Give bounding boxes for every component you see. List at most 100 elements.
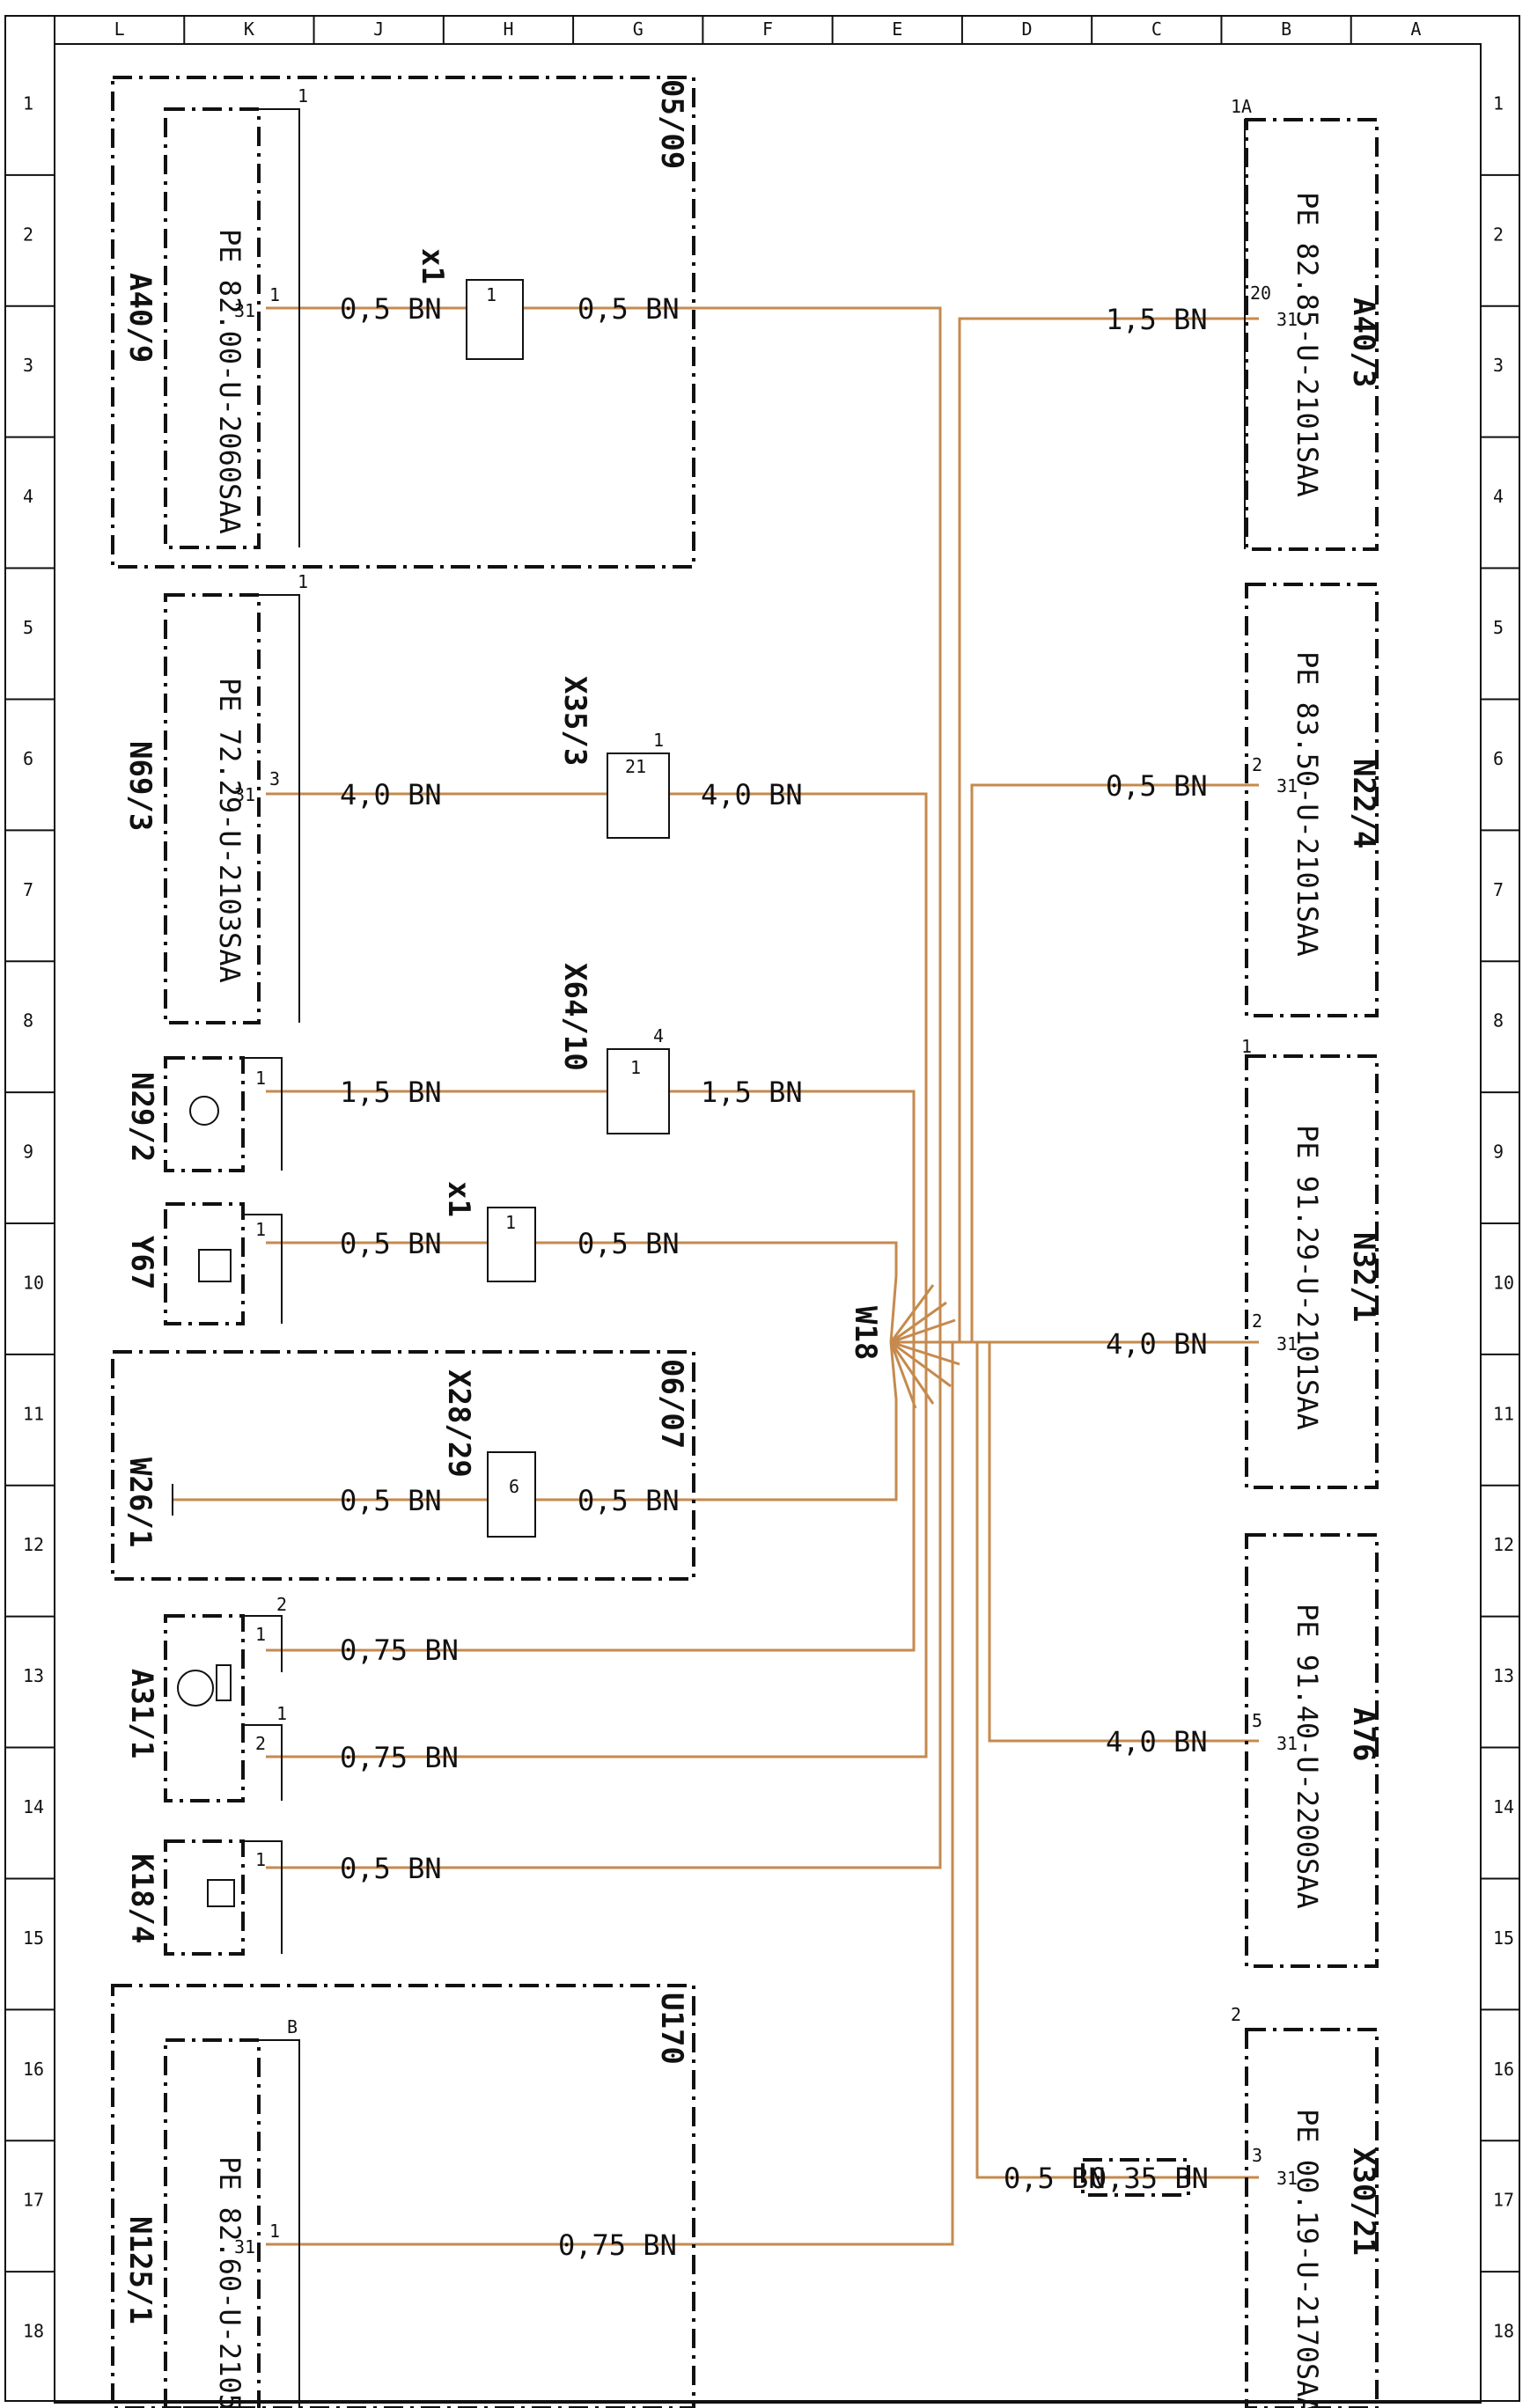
pin-code: 31	[234, 784, 255, 805]
component-id: N69/3	[122, 741, 158, 831]
row-label: 7	[1493, 879, 1504, 900]
column-label: A	[1410, 18, 1421, 40]
sheet-ref: 06/07	[654, 1359, 689, 1449]
column-label: D	[1022, 18, 1033, 40]
wire-label: 4,0 BN	[701, 778, 803, 811]
row-label: 9	[1493, 1142, 1504, 1163]
row-label: 4	[1493, 486, 1504, 507]
row-label: 18	[1493, 2321, 1514, 2342]
row-label: 14	[1493, 1796, 1514, 1817]
column-label: H	[503, 18, 513, 40]
component-id: N125/1	[122, 2216, 158, 2324]
row-label: 6	[23, 748, 33, 769]
column-label: L	[114, 18, 125, 40]
conn-num: 1	[653, 730, 664, 751]
component-id: K18/4	[124, 1854, 159, 1943]
row-label: 12	[1493, 1534, 1514, 1555]
wire-label: 4,0 BN	[1106, 1725, 1208, 1758]
component-W26-1: W26/1 06/07 0,5 BN 6 X28/29 0,5 BN	[111, 1350, 695, 1581]
wire-label: 0,5 BN	[340, 292, 442, 326]
pin-num: 1	[255, 1068, 266, 1089]
pin-code: 31	[234, 300, 255, 321]
column-label: C	[1151, 18, 1162, 40]
pin-num: 1	[255, 1219, 266, 1240]
column-label: K	[244, 18, 254, 40]
part-number: PE 82.60-U-2105	[213, 2156, 246, 2408]
component-N22-4: PE 83.50-U-2101SAA N22/4 2 31 0,5 BN	[1106, 583, 1381, 1017]
row-label: 11	[23, 1403, 44, 1424]
row-label: 5	[23, 617, 33, 638]
component-id: N29/2	[124, 1072, 159, 1162]
wire-label: 0,5 BN	[340, 1484, 442, 1517]
box-num: 1	[1241, 1036, 1252, 1057]
component-N29-2: N29/2 1 1,5 BN 1 4 X64/10 1,5 BN	[124, 963, 803, 1172]
part-number: PE 00.19-U-2170SAA	[1291, 2109, 1324, 2408]
conn-pin: 1	[505, 1212, 516, 1233]
component-K18-4: K18/4 1 0,5 BN	[124, 1839, 442, 1956]
row-label: 11	[1493, 1403, 1514, 1424]
component-id: A40/3	[1346, 297, 1381, 387]
row-label: 3	[23, 355, 33, 376]
conn-pin: 6	[509, 1476, 519, 1497]
column-label: J	[373, 18, 384, 40]
row-label: 8	[23, 1010, 33, 1031]
part-number: PE 83.50-U-2101SAA	[1291, 651, 1324, 957]
connector-id: X35/3	[557, 676, 592, 766]
wire-label: 0,75 BN	[558, 2228, 677, 2262]
row-label: 12	[23, 1534, 44, 1555]
connector-id: X64/10	[557, 963, 592, 1071]
conn-num: 4	[653, 1025, 664, 1046]
row-label: 15	[23, 1927, 44, 1949]
pin-num: 5	[1252, 1710, 1262, 1731]
component-A31-1: A31/1 1 2 2 1 0,75 BN 0,75 BN	[124, 1594, 459, 1802]
component-A76: PE 91.40-U-2200SAA A76 5 31 4,0 BN	[1106, 1533, 1381, 1968]
pin-num: 2	[1252, 754, 1262, 775]
component-X30-21: 2 PE 00.19-U-2170SAA X30/21 3 31 0,5 BN …	[1004, 2004, 1381, 2408]
box-num: 1	[298, 571, 308, 592]
component-id: A76	[1346, 1707, 1381, 1761]
pin-num: 3	[1252, 2145, 1262, 2166]
row-label: 8	[1493, 1010, 1504, 1031]
component-id: N22/4	[1346, 759, 1381, 848]
row-label: 10	[1493, 1272, 1514, 1293]
pin-num: 3	[269, 768, 280, 789]
wire-label: 4,0 BN	[1106, 1327, 1208, 1361]
pin-code: 31	[1276, 1333, 1298, 1354]
row-label: 7	[23, 879, 33, 900]
row-label: 1	[1493, 92, 1504, 114]
row-label: 17	[23, 2190, 44, 2211]
component-N125-1: B PE 82.60-U-2105 N125/1 U170 1 31 0,75 …	[111, 1984, 695, 2408]
pin-num: 1	[269, 2221, 280, 2242]
sheet-ref: 05/09	[654, 79, 689, 169]
wire-label: 0,5 BN	[340, 1227, 442, 1260]
column-label: B	[1281, 18, 1291, 40]
row-label: 10	[23, 1272, 44, 1293]
part-number: PE 82.85-U-2101SAA	[1291, 192, 1324, 497]
pin-code: 31	[1276, 2168, 1298, 2189]
harness-wires	[173, 306, 1259, 2246]
row-label: 5	[1493, 617, 1504, 638]
pin-b: 2	[255, 1733, 266, 1754]
wire-label: 4,0 BN	[340, 778, 442, 811]
pin-code: 31	[1276, 309, 1298, 330]
row-label: 6	[1493, 748, 1504, 769]
component-id: A40/9	[122, 273, 158, 363]
connector-id: x1	[415, 248, 450, 284]
connector-id: X28/29	[441, 1369, 476, 1478]
pin-num: 1	[269, 284, 280, 305]
component-N69-3: 1 PE 72.29-U-2103SAA N69/3 3 31 4,0 BN 2…	[122, 571, 803, 1024]
row-label: 2	[1493, 224, 1504, 245]
wire-label: 0,75 BN	[340, 1633, 459, 1667]
wire-label: 1,5 BN	[1106, 303, 1208, 336]
row-label: 14	[23, 1796, 44, 1817]
row-label: 17	[1493, 2190, 1514, 2211]
component-A40-9: 1 PE 82.00-U-2060SAA A40/9 05/09 1 31 0,…	[111, 76, 695, 569]
row-label: 2	[23, 224, 33, 245]
row-label: 16	[23, 2059, 44, 2080]
pin-b-num: 1	[276, 1703, 287, 1724]
pin-code: 31	[234, 2236, 255, 2258]
pin-a-num: 2	[276, 1594, 287, 1615]
